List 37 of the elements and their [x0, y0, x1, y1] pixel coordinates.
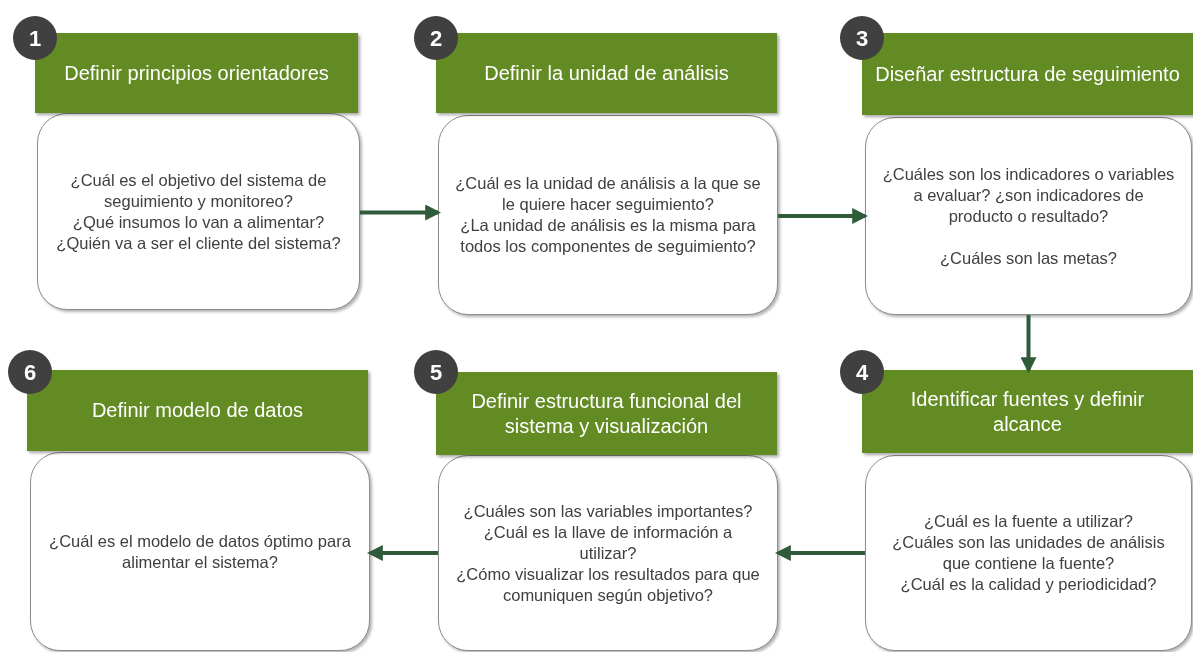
step-title: Definir estructura funcional del sistema y visualización [470, 388, 743, 439]
step-title: Definir principios orientadores [64, 60, 329, 86]
question-text: ¿Cuál es el objetivo del sistema de seguimiento y monitoreo? [69, 169, 328, 212]
step-title: Definir modelo de datos [91, 398, 304, 423]
question-card [438, 115, 778, 315]
question-text: ¿Cuál es el modelo de datos óptimo para alimentar el sistema? [48, 530, 352, 573]
step-number: 3 [855, 24, 869, 53]
step-title: Definir la unidad de análisis [484, 60, 729, 86]
question-text: ¿Cuáles son los indicadores o variables a evaluar? ¿son indicadores de producto o resultado? [882, 163, 1175, 227]
arrow [366, 545, 438, 561]
question-card [865, 455, 1192, 651]
question-text: ¿Cuál es la unidad de análisis a la que se le quiere hacer seguimiento? [455, 173, 761, 215]
question-text: ¿Qué insumos lo van a alimentar? [72, 211, 325, 233]
question-text: ¿Cuál es la fuente a utilizar? [923, 511, 1134, 532]
question-text: ¿Cuáles son las unidades de análisis que contiene la fuente? [891, 532, 1166, 574]
step-title: Diseñar estructura de seguimiento [875, 61, 1180, 87]
arrow [778, 208, 869, 224]
question-text: ¿La unidad de análisis es la misma para todos los componentes de seguimiento? [459, 215, 757, 257]
step-number: 4 [855, 358, 869, 387]
step-number: 5 [429, 358, 443, 387]
question-text: ¿Cuáles son las metas? [940, 247, 1117, 269]
step-number: 6 [23, 358, 37, 387]
step-number: 2 [429, 24, 443, 53]
question-card [438, 455, 778, 651]
question-text: ¿Cuál es la llave de información a utilizar? [482, 521, 734, 564]
arrow [1020, 315, 1037, 374]
question-text: ¿Cómo visualizar los resultados para que comuniquen según objetivo? [455, 563, 761, 606]
arrow [774, 545, 865, 561]
question-card [865, 117, 1192, 315]
step-title: Identificar fuentes y definir alcance [909, 386, 1146, 437]
question-card [30, 452, 370, 651]
step-number: 1 [28, 24, 42, 53]
question-text: ¿Quién va a ser el cliente del sistema? [56, 232, 341, 254]
arrow [360, 204, 442, 221]
question-text: ¿Cuál es la calidad y periodicidad? [900, 574, 1157, 595]
question-text: ¿Cuáles son las variables importantes? [463, 500, 753, 522]
question-card [37, 113, 360, 310]
